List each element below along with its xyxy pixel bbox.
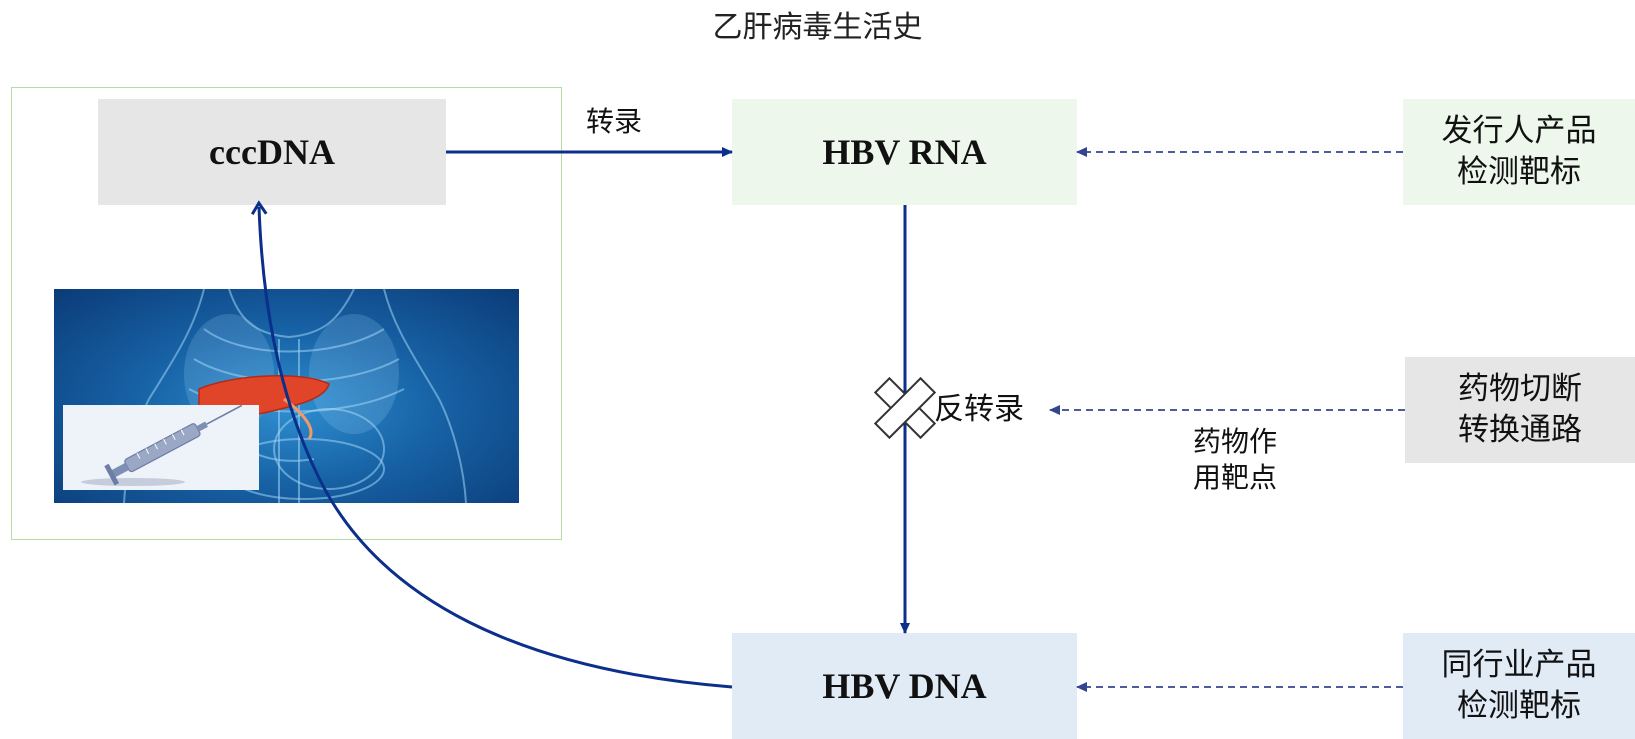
block-x-icon	[873, 376, 937, 440]
reverse-transcription-label: 反转录	[934, 392, 1024, 427]
issuer-product-label: 发行人产品 检测靶标	[1441, 113, 1597, 190]
drug-cut-label: 药物切断 转换通路	[1458, 371, 1582, 448]
cccdna-node: cccDNA	[98, 99, 446, 205]
hbv-rna-node: HBV RNA	[732, 99, 1077, 205]
torso-graphic	[123, 289, 467, 503]
diagram-title: 乙肝病毒生活史	[712, 10, 923, 45]
drug-cut-node: 药物切断 转换通路	[1405, 357, 1635, 463]
issuer-product-node: 发行人产品 检测靶标	[1403, 99, 1635, 205]
transcription-label: 转录	[586, 105, 643, 138]
return-to-cccdna-arrow	[250, 200, 733, 689]
cccdna-label: cccDNA	[209, 132, 335, 172]
hbv-rna-label: HBV RNA	[822, 132, 987, 172]
syringe-inset	[63, 405, 259, 490]
syringe-icon	[81, 405, 243, 486]
peer-product-label: 同行业产品 检测靶标	[1441, 647, 1597, 724]
hbv-dna-label: HBV DNA	[822, 666, 987, 706]
cell-frame	[11, 87, 562, 540]
hbv-dna-node: HBV DNA	[732, 633, 1077, 739]
drug-target-label: 药物作 用靶点	[1193, 425, 1278, 494]
peer-product-node: 同行业产品 检测靶标	[1403, 633, 1635, 739]
